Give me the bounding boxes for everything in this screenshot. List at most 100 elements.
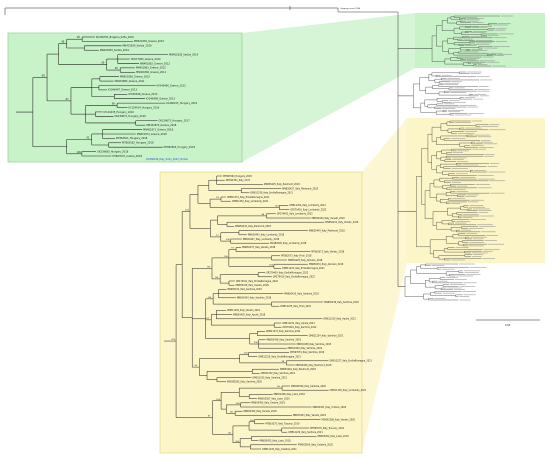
leaf-label: MN650452_Italy_Veneto_2018 — [244, 410, 278, 413]
leaf-label: MN650425_Italy_Piedmont_2018 — [264, 183, 300, 186]
leaf-label: MN650434_Italy_Sardinia_2018 — [237, 297, 272, 300]
yellow-zoom-wedge — [362, 118, 407, 452]
leaf-label: KY046499_Greece_2013 — [146, 98, 176, 101]
bootstrap-value: 100 — [216, 399, 221, 401]
leaf-label: MN650454_Italy_Lazio_2018 — [317, 435, 349, 438]
leaf-label: MW092569_Italy_Calabria_2020 — [298, 444, 334, 447]
outgroup-branch: Outgroup_strain_1994 — [4, 6, 361, 15]
leaf-label: OM811230_Italy_Apulia_2021 — [323, 318, 356, 321]
bootstrap-value: 100 — [185, 210, 190, 212]
leaf-label: OM811239_Italy_Calabria_2021 — [262, 448, 297, 451]
leaf-label: MN401874_Greece_2018 — [137, 133, 167, 136]
leaf-label: OK239672_Hungary_2016 — [114, 115, 146, 118]
leaf-label: OM811229_Italy_Sardinia_2021 — [288, 431, 323, 434]
leaf-label: OP279416_Italy_Sardinia_2022 — [282, 326, 317, 329]
leaf-label: KY046496_Greece_2012 — [157, 84, 187, 87]
leaf-label: MN650455_Italy_Lazio_2018 — [259, 439, 291, 442]
leaf-label: MN650437_Italy_Veneto_2018 — [242, 246, 276, 249]
bootstrap-value: 97 — [206, 318, 209, 320]
leaf-label: MN401839_Serbia_2019 — [100, 49, 130, 52]
leaf-label: KY046498_Greece_2013 — [128, 93, 158, 96]
leaf-label: MT863560_Hungary_2018 — [223, 175, 252, 178]
leaf-label: MN650440_Italy_Veneto_2018 — [312, 217, 346, 220]
bootstrap-value: 98 — [61, 41, 64, 44]
leaf-label: MN650433_Italy_Sardinia_2018 — [284, 292, 319, 295]
leaf-label: MN650442_Italy_Piedmont_2018 — [235, 225, 271, 228]
bootstrap-value: 96 — [277, 386, 280, 388]
leaf-label: OM811233_Italy_Sardinia_2021 — [252, 376, 287, 379]
yellow-clade-tree: MT863560_Hungary_2018MH924251_Italy_2017… — [164, 175, 373, 451]
bootstrap-value: 90 — [115, 67, 118, 70]
bootstrap-value: 100 — [224, 256, 229, 258]
leaf-label: MT863570_Austria_2018 — [112, 155, 142, 158]
bootstrap-value: 97 — [208, 416, 211, 418]
leaf-label: MN650450_Italy_Umbria_2018 — [251, 402, 285, 405]
bootstrap-value: 85 — [230, 411, 233, 413]
leaf-label: MT863573_Italy_Friuli_2018 — [281, 255, 312, 258]
leaf-label: OM811232_Italy_Sardinia_2021 — [261, 372, 296, 375]
leaf-label: MN650448_Italy_Lazio_2018 — [274, 393, 306, 396]
green-clade-tree: KU206781_Bulgaria_Sofia_2016MN401830_Gre… — [16, 36, 199, 158]
leaf-label: MN401870_Greece_2018 — [146, 124, 176, 127]
bootstrap-value: 98 — [207, 267, 210, 269]
leaf-label: MT863563_Hungary_2018 — [164, 146, 196, 149]
leaf-label: MN650451_Italy_Umbria_2018 — [313, 406, 347, 409]
leaf-label: OK239680_Hungary_2018 — [97, 150, 129, 153]
bootstrap-value: 100 — [171, 339, 176, 341]
leaf-label: MN650446_Italy_Piedmont_2018 — [280, 368, 316, 371]
leaf-label: OM811252_Italy_Lombardy_2021 — [232, 200, 269, 203]
leaf-label: MT863576_Italy_Tuscany_2019 — [310, 427, 345, 430]
leaf-label: KY124434_Hungary_2016 — [129, 106, 160, 109]
overview-tree — [337, 8, 545, 301]
leaf-label: MN650439_Italy_Sardinia_2018 — [324, 301, 359, 304]
bootstrap-value: 92 — [86, 137, 89, 140]
leaf-label: MN650436_Italy_Sardinia_2018 — [267, 339, 302, 342]
bootstrap-value: 99 — [101, 62, 104, 65]
leaf-label: MN401836_Serbia_2019 — [122, 45, 152, 48]
leaf-label: OP279401_Italy_Lombardy_2022 — [290, 208, 327, 211]
leaf-label: MN650444_Italy_Sardinia_2019 — [288, 347, 323, 350]
leaf-label: OM811235_Italy_Friuli_2021 — [280, 305, 311, 308]
bootstrap-value: 100 — [226, 239, 231, 241]
leaf-label: MN401865_Greece_2011 — [115, 80, 145, 83]
leaf-label: OM811226_Italy_EmiliaRomagna_2021 — [258, 355, 301, 358]
leaf-label: MN401862_Greece_2012 — [140, 62, 170, 65]
leaf-label: KU206781_Bulgaria_Sofia_2016 — [96, 36, 134, 39]
leaf-label: OK239673_Hungary_2017 — [158, 120, 190, 123]
bootstrap-value: 94 — [262, 214, 265, 216]
leaf-label: MT863562_Hungary_2018 — [122, 142, 154, 145]
leaf-label: MN401871_Greece_2018 — [143, 128, 173, 131]
bootstrap-value: 98 — [42, 75, 45, 78]
leaf-label: OM811238_Italy_EmiliaRomagna_2021 — [250, 192, 293, 195]
leaf-label: KY046497_Greece_2013 — [108, 89, 138, 92]
leaf-label: MN650445_Italy_Piedmont_2018 — [296, 364, 332, 367]
bootstrap-value: 99 — [215, 277, 218, 279]
bootstrap-value: 93 — [216, 197, 219, 199]
leaf-label: OM811228_Italy_Lombardy_2021 — [330, 389, 367, 392]
green-zoom-wedge — [242, 13, 415, 162]
bootstrap-value: 97 — [231, 248, 234, 250]
outgroup-label: Outgroup_strain_1994 — [340, 7, 361, 10]
bootstrap-value: 100 — [77, 151, 82, 154]
leaf-label: MN650435_Italy_Apulia_2018 — [233, 313, 266, 316]
leaf-label: OM811251_Italy_EmiliaRomagna_2021 — [227, 196, 270, 199]
leaf-label: MW092568_Italy_Veneto_2020 — [321, 418, 355, 421]
leaf-label: OM811250_Italy_Lombardy_2021 — [289, 204, 326, 207]
leaf-label: MH924251_Italy_2017 — [226, 179, 251, 182]
bootstrap-value: 100 — [269, 264, 274, 266]
bootstrap-value: 98 — [282, 361, 285, 363]
leaf-label: MN401860_Greece_2012 — [136, 71, 166, 74]
leaf-label: MN650427_Italy_Piedmont_2018 — [282, 187, 318, 190]
bootstrap-value: 100 — [275, 206, 280, 208]
leaf-label: MN650441_Italy_Veneto_2018 — [325, 221, 359, 224]
leaf-label: KY124435_Hungary_2016 — [103, 111, 134, 114]
leaf-label: MT863561_Hungary_2018 — [116, 137, 148, 140]
leaf-label: MN401838_Serbia_2019 — [169, 53, 199, 56]
green-clade-panel: KU206781_Bulgaria_Sofia_2016MN401830_Gre… — [7, 32, 243, 163]
scale-bar: 0.05 — [476, 319, 540, 327]
bootstrap-value: 98 — [208, 297, 211, 299]
bootstrap-value: 77 — [216, 235, 219, 237]
bootstrap-value: 100 — [235, 441, 240, 443]
leaf-label: OP279411_Italy_EmiliaRomagna_2022 — [236, 280, 279, 283]
